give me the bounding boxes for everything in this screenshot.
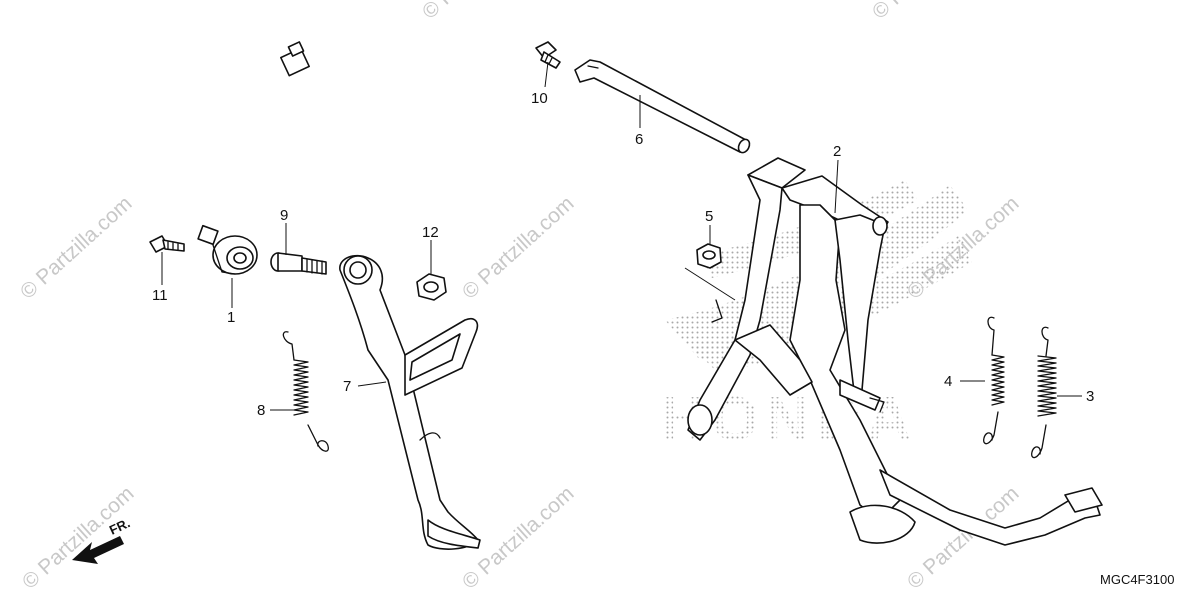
part-2-main-stand[interactable] xyxy=(687,157,1103,546)
callout-10[interactable]: 10 xyxy=(531,90,548,107)
callout-12[interactable]: 12 xyxy=(422,224,439,241)
watermark: © Partzilla.com xyxy=(458,192,579,304)
leader-lines xyxy=(161,61,1082,411)
callout-11[interactable]: 11 xyxy=(152,287,168,304)
watermark: © Partzilla.com xyxy=(16,192,137,304)
part-12-nut[interactable] xyxy=(416,273,447,301)
part-11-bolt[interactable] xyxy=(149,235,185,253)
callouts: 1 2 3 4 5 6 7 8 9 10 11 12 xyxy=(152,90,1094,419)
callout-5[interactable]: 5 xyxy=(705,208,713,225)
callout-1[interactable]: 1 xyxy=(227,309,235,326)
callout-4[interactable]: 4 xyxy=(944,373,952,390)
part-8-spring[interactable] xyxy=(282,331,329,452)
part-10-bolt[interactable] xyxy=(535,41,561,69)
watermark: © Partzilla.com xyxy=(868,0,989,24)
drawing-code: MGC4F3100 xyxy=(1100,572,1174,587)
front-arrow-icon xyxy=(72,536,124,564)
callout-6[interactable]: 6 xyxy=(635,131,643,148)
callout-3[interactable]: 3 xyxy=(1086,388,1094,405)
part-7-side-stand[interactable] xyxy=(339,254,481,550)
watermark: © Partzilla.com xyxy=(418,0,539,24)
callout-7[interactable]: 7 xyxy=(343,378,351,395)
callout-8[interactable]: 8 xyxy=(257,402,265,419)
part-3-spring[interactable] xyxy=(1031,326,1057,459)
part-4-spring[interactable] xyxy=(983,316,1005,445)
callout-9[interactable]: 9 xyxy=(280,207,288,224)
callout-2[interactable]: 2 xyxy=(833,143,841,160)
part-6-shaft[interactable] xyxy=(574,59,752,155)
part-5-nut[interactable] xyxy=(696,243,722,269)
part-9-pivot-bolt[interactable] xyxy=(270,252,327,275)
part-1-sidestand-switch[interactable] xyxy=(179,41,310,275)
